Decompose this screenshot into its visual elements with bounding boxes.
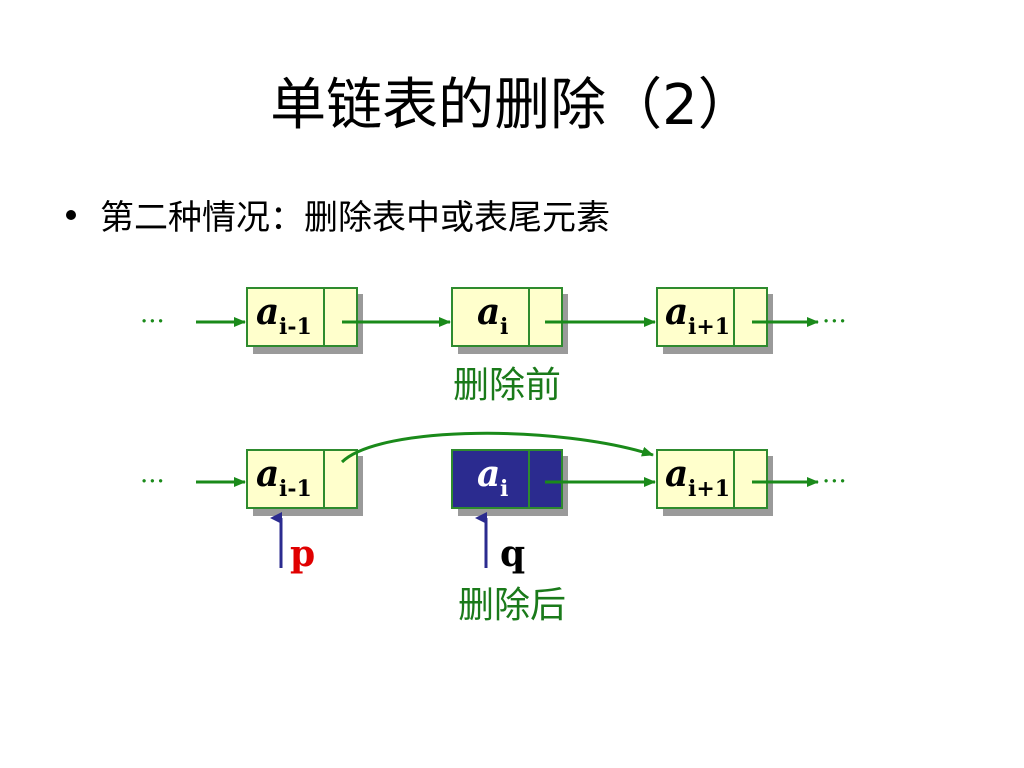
node-var: a bbox=[665, 291, 688, 333]
caption-after: 删除后 bbox=[458, 585, 566, 626]
ellipsis-left-after: ··· bbox=[140, 467, 165, 497]
node-link-cell bbox=[323, 449, 358, 509]
node-after-3: a i+1 bbox=[656, 449, 773, 516]
node-var: a bbox=[256, 453, 279, 495]
row-after: ··· a i-1 a i a i+1 ··· bbox=[140, 431, 847, 626]
ellipsis-right-after: ··· bbox=[822, 467, 847, 497]
node-link-cell bbox=[733, 287, 768, 347]
node-link-cell bbox=[528, 449, 563, 509]
node-var: a bbox=[477, 291, 500, 333]
node-var: a bbox=[477, 453, 500, 495]
bullet-item: 第二种情况：删除表中或表尾元素 bbox=[66, 190, 610, 239]
node-var: a bbox=[256, 291, 279, 333]
pointer-p-label: p bbox=[290, 533, 315, 575]
caption-before: 删除前 bbox=[453, 365, 561, 406]
slide-title: 单链表的删除（2） bbox=[270, 73, 754, 138]
node-link-cell bbox=[733, 449, 768, 509]
node-data-cell bbox=[451, 287, 530, 347]
node-subscript: i-1 bbox=[279, 476, 312, 502]
bullet-dot-icon bbox=[66, 209, 76, 220]
node-var: a bbox=[665, 453, 688, 495]
node-subscript: i+1 bbox=[688, 314, 730, 340]
node-subscript: i+1 bbox=[688, 476, 730, 502]
node-subscript: i bbox=[500, 314, 508, 340]
node-subscript: i bbox=[500, 476, 508, 502]
bypass-link-arrow bbox=[340, 431, 654, 464]
node-before-3: a i+1 bbox=[656, 287, 773, 354]
node-link-cell bbox=[323, 287, 358, 347]
node-data-cell bbox=[451, 449, 530, 509]
node-link-cell bbox=[528, 287, 563, 347]
node-subscript: i-1 bbox=[279, 314, 312, 340]
bullet-text: 第二种情况：删除表中或表尾元素 bbox=[100, 198, 610, 238]
node-after-1: a i-1 bbox=[246, 449, 363, 516]
row-before: ··· a i-1 a i a i+1 ··· bbox=[140, 287, 847, 406]
node-before-1: a i-1 bbox=[246, 287, 363, 354]
node-after-2-deleted: a i bbox=[451, 449, 568, 516]
ellipsis-right-before: ··· bbox=[822, 307, 847, 337]
node-before-2: a i bbox=[451, 287, 568, 354]
pointer-q-label: q bbox=[500, 533, 525, 575]
ellipsis-left-before: ··· bbox=[140, 307, 165, 337]
